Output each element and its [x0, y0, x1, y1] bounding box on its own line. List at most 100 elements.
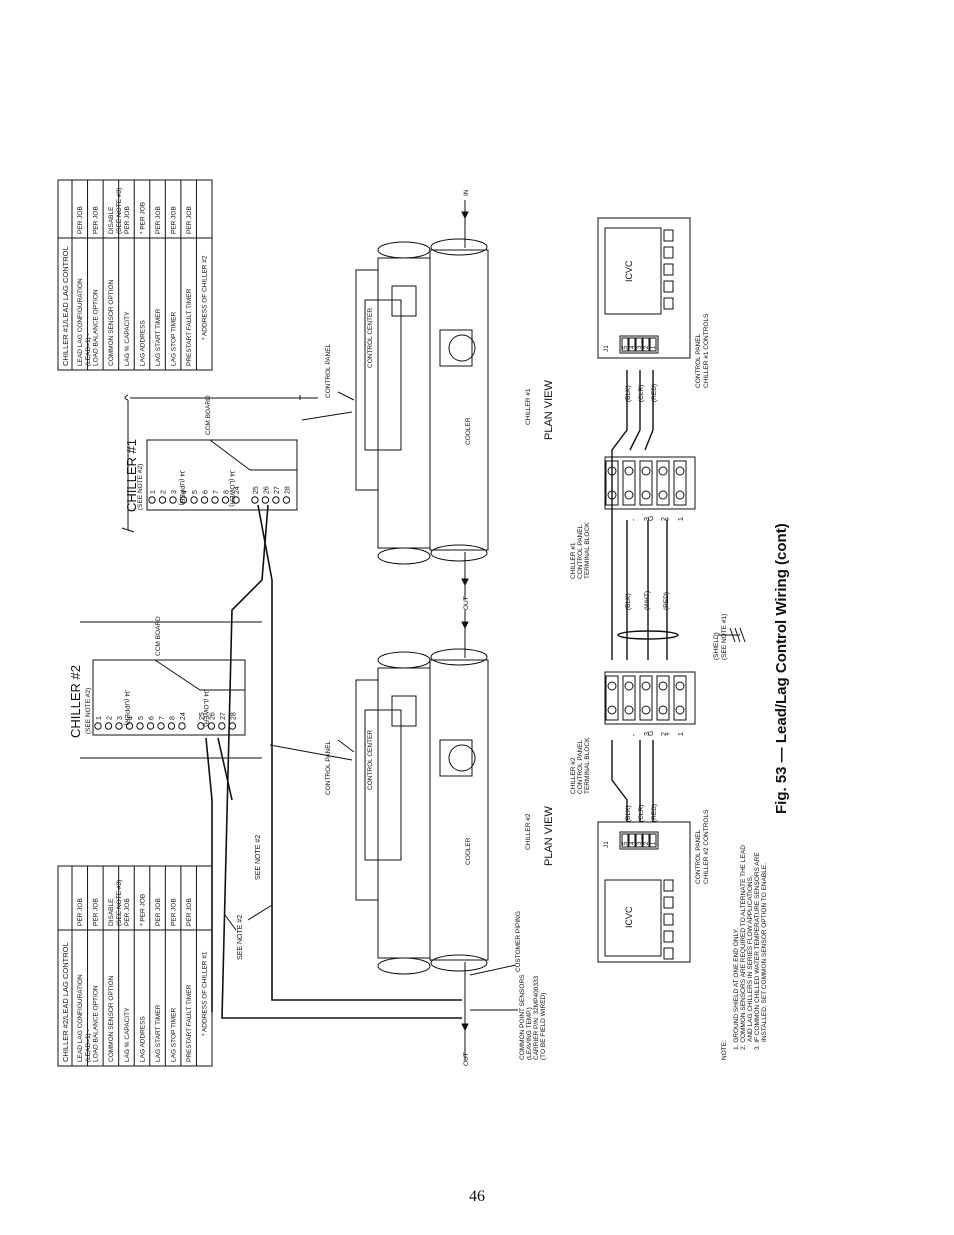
pin-terminal [228, 722, 237, 730]
terminal-screw [641, 705, 651, 715]
table-row-label: LAG STOP TIMER [170, 1008, 177, 1062]
controls-label: CONTROL PANEL [695, 333, 702, 388]
pin-terminal [218, 722, 226, 730]
pin-terminal [157, 722, 165, 730]
pin-number: 4 [182, 490, 189, 494]
terminal-block-label: CONTROL PANEL [577, 739, 584, 794]
chiller2-lead-lag-table: CHILLER #2/LEAD LAG CONTROL LEAD LAG CON… [57, 865, 213, 1067]
keypad-button [663, 246, 674, 259]
pin-terminal [115, 722, 123, 730]
pin-number: 1 [150, 490, 157, 494]
j1-pin [628, 337, 636, 352]
chiller1-cooler: COOLER [465, 417, 472, 445]
pin-number: 5 [192, 490, 199, 494]
customer-piping-label: CUSTOMER PIPING [515, 911, 522, 972]
shield-label: (SEE NOTE #1) [721, 614, 728, 660]
keypad-button [663, 913, 674, 926]
table-row-value: PER JOB [77, 206, 84, 234]
table-row-value: PER JOB [93, 206, 100, 234]
chiller1-icvc: ICVC [624, 260, 634, 282]
pin-number: 5 [138, 716, 145, 720]
terminal-number: 1 [678, 732, 685, 736]
table-row-label: LAG START TIMER [155, 1004, 162, 1062]
pin-number: 7 [159, 716, 166, 720]
pin-number: 24 [180, 712, 187, 720]
j1-pin [621, 337, 629, 352]
pin-number: 4 [128, 716, 135, 720]
pin-number: 3 [117, 716, 124, 720]
table-row-value: PER JOB [155, 206, 162, 234]
terminal-screw [658, 490, 668, 500]
keypad-button [663, 879, 674, 892]
pin-number: 6 [149, 716, 156, 720]
notes: NOTE:1. GROUND SHIELD AT ONE END ONLY.2.… [721, 845, 768, 1060]
table-row-label: LAG % CAPACITY [124, 1007, 131, 1062]
wire-color-label: (RED) [651, 804, 658, 822]
j1-pin-number: 5 [623, 841, 629, 845]
chiller1-machine: CONTROL PANEL CONTROL CENTER COOLER IN O… [301, 189, 555, 610]
keypad-button [663, 930, 674, 943]
table-footnote: * ADDRESS OF CHILLER #2 [202, 255, 209, 340]
table-row-label: PRESTART FAULT TIMER [186, 288, 193, 366]
chiller2-plan-title: CHILLER #2 [525, 813, 532, 850]
j1-label: J1 [603, 841, 610, 848]
chiller2-ccm-board-label: CCM BOARD [155, 616, 162, 656]
j1-pin [628, 833, 636, 848]
note-line: 2. COMMON SENSORS ARE REQUIRED TO ALTERN… [740, 845, 747, 1050]
terminal-block-label: TERMINAL BLOCK [584, 737, 591, 794]
pin-terminal [178, 722, 186, 730]
table-footnote: * ADDRESS OF CHILLER #1 [202, 951, 209, 1036]
pin-terminal [232, 496, 240, 504]
chiller1-ccm-board: CHILLER #1 (SEE NOTE #2) CCM BOARD J4 (U… [121, 394, 318, 533]
chiller2-j4-upper: J4 (UPPER) [123, 690, 130, 725]
pin-terminal [251, 496, 259, 504]
terminal-screw [624, 490, 634, 500]
j1-pin [649, 833, 657, 848]
terminal-slot [639, 460, 653, 506]
figure-caption-box: Fig. 53 — Lead/Lag Control Wiring (cont) [773, 523, 790, 814]
chiller2-header: CHILLER #2 [68, 665, 83, 738]
chiller2-control-panel: CONTROL PANEL [325, 740, 332, 795]
chiller2-see-note: (SEE NOTE #2) [85, 688, 92, 734]
j1-pin [621, 833, 629, 848]
terminal-block-label: CHILLER #1 [570, 542, 577, 579]
terminal-slot [622, 675, 636, 721]
terminal-slot [673, 675, 687, 721]
terminal-slot [656, 675, 670, 721]
pin-terminal [197, 722, 205, 730]
chiller2-plan-view: PLAN VIEW [543, 805, 555, 866]
j1-pin [642, 833, 650, 848]
pin-terminal [272, 496, 280, 504]
keypad-button [663, 297, 674, 310]
pin-number: 27 [220, 712, 227, 720]
chiller1-out-label: OUT [463, 596, 470, 610]
keypad-button [663, 229, 674, 242]
table-row-value-cont: (SEE NOTE #3) [116, 188, 123, 234]
terminal-screw [658, 705, 668, 715]
j1-pin-number: 5 [623, 345, 629, 349]
notes-heading: NOTE: [721, 1040, 728, 1060]
pin-terminal [136, 722, 144, 730]
j1-pin [635, 337, 643, 352]
pin-number: 25 [199, 712, 206, 720]
chiller2-cooler: COOLER [465, 837, 472, 865]
sensor-label-line: COMMON POINT SENSORS [519, 974, 526, 1060]
table1-title: CHILLER #1/LEAD LAG CONTROL [61, 246, 70, 366]
j1-pin-number: 2 [644, 841, 650, 845]
table-row-label-cont: (LEAD=1) - [85, 333, 92, 366]
wire-color-label: (CLR) [638, 805, 645, 822]
table-row-value: PER JOB [170, 206, 177, 234]
sensor-label-line: CARRIER P/N: 32MP400333 [533, 975, 540, 1060]
chiller2-control-center: CONTROL CENTER [367, 730, 374, 790]
terminal-slot [673, 460, 687, 506]
see-note-2-label: SEE NOTE #2 [255, 835, 262, 880]
terminal-block-label: CHILLER #2 [570, 757, 577, 794]
comm-bus-wiring: (BLK)(CLR)(RED)(BLK)(WHT)(RED)(BLK)(CLR)… [611, 370, 746, 822]
table-row-label: LAG ADDRESS [139, 319, 146, 366]
terminal-screw [658, 466, 668, 476]
chiller1-j4-lower: J4 (LOWER) [228, 470, 235, 507]
j1-pin-number: 4 [630, 345, 636, 349]
keypad-button [663, 280, 674, 293]
